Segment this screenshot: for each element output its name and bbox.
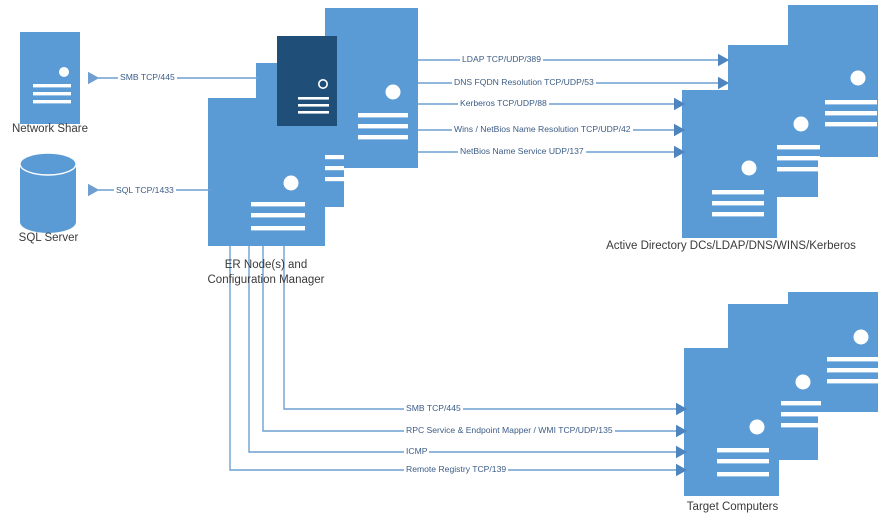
connector-label-icmp: ICMP xyxy=(404,446,430,456)
connector-remote-registry xyxy=(229,246,688,477)
connector-label-dns: DNS FQDN Resolution TCP/UDP/53 xyxy=(452,77,596,87)
connector-label-smb-target: SMB TCP/445 xyxy=(404,403,463,413)
connector-label-wins: Wins / NetBios Name Resolution TCP/UDP/4… xyxy=(452,124,633,134)
node-er-node-stack[interactable] xyxy=(208,8,418,246)
node-active-directory-stack[interactable] xyxy=(682,5,878,238)
node-network-share[interactable] xyxy=(20,32,80,124)
connector-label-kerberos: Kerberos TCP/UDP/88 xyxy=(458,98,549,108)
caption-active-directory: Active Directory DCs/LDAP/DNS/WINS/Kerbe… xyxy=(606,240,856,252)
connector-label-netbios: NetBios Name Service UDP/137 xyxy=(458,146,586,156)
connector-label-rpc: RPC Service & Endpoint Mapper / WMI TCP/… xyxy=(404,425,615,435)
connector-label-remote-registry: Remote Registry TCP/139 xyxy=(404,464,509,474)
connector-label-ldap: LDAP TCP/UDP/389 xyxy=(460,54,543,64)
connector-label-sql: SQL TCP/1433 xyxy=(114,185,176,195)
caption-er-node: ER Node(s) and Configuration Manager xyxy=(207,259,325,286)
node-target-computers-stack[interactable] xyxy=(684,292,879,496)
connector-icmp xyxy=(248,246,688,459)
caption-sql-server: SQL Server xyxy=(18,232,79,244)
caption-target-computers: Target Computers xyxy=(686,501,779,513)
node-sql-server[interactable] xyxy=(19,152,77,233)
connector-smb-target xyxy=(283,246,688,416)
caption-network-share: Network Share xyxy=(11,123,89,135)
connector-label-smb-share: SMB TCP/445 xyxy=(118,72,177,82)
